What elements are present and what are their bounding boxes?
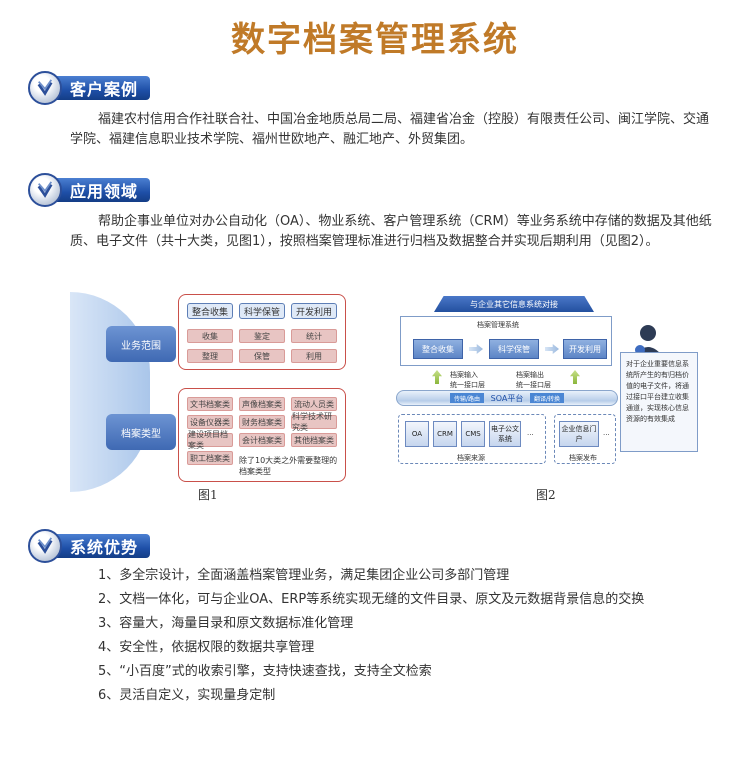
section-heading-label: 客户案例 [48,76,151,100]
arrow-right-icon [469,344,483,354]
checkmark-icon [28,71,62,105]
type-item: 建设项目档案类 [187,430,233,450]
biz-item: 收集 [187,329,233,343]
publish-label: 档案发布 [569,454,597,462]
list-item: 2、文档一体化，可与企业OA、ERP等系统实现无缝的文件目录、原文及元数据背景信… [98,592,645,607]
arrow-up-icon [432,370,442,384]
block-collect: 整合收集 [413,339,463,359]
page-title: 数字档案管理系统 [231,20,519,60]
arrow-right-icon [545,344,559,354]
list-item: 5、“小百度”式的收索引擎，支持快速查找，支持全文检索 [98,664,432,679]
type-item: 其他档案类 [291,433,337,447]
top-item: 科学保管 [239,303,285,319]
archive-types-box: 文书档案类 声像档案类 流动人员类 设备仪器类 财务档案类 科学技术研究类 建设… [178,388,346,482]
biz-item: 整理 [187,349,233,363]
figure-2-caption: 图2 [536,488,556,502]
section-heading-application: 应用领域 [28,173,168,207]
application-text: 帮助企事业单位对办公自动化（OA）、物业系统、客户管理系统（CRM）等业务系统中… [70,214,712,249]
type-item: 职工档案类 [187,451,233,465]
figure-1-arc [70,292,150,492]
type-item: 会计档案类 [239,433,285,447]
checkmark-icon [28,173,62,207]
source-more: ... [527,429,534,437]
type-item: 科学技术研究类 [291,412,337,432]
section-heading-advantages: 系统优势 [28,529,168,563]
biz-item: 鉴定 [239,329,285,343]
top-item: 开发利用 [291,303,337,319]
chip-transport: 传输/路由 [450,393,484,403]
source-edoc: 电子公文系统 [489,421,521,447]
source-oa: OA [405,421,429,447]
source-cms: CMS [461,421,485,447]
publish-portal: 企业信息门户 [559,421,599,447]
section-heading-clients: 客户案例 [28,71,168,105]
archive-publish-group: 企业信息门户 ... 档案发布 [554,414,616,464]
figure-1-caption: 图1 [198,488,218,502]
advantages-list: 1、多全宗设计，全面涵盖档案管理业务，满足集团企业公司多部门管理 2、文档一体化… [70,566,720,710]
output-interface-label: 档案输出 统一接口层 [516,371,551,389]
section-heading-label: 应用领域 [48,178,151,202]
soa-platform-label: SOA平台 [490,393,524,403]
soa-platform-pipe: SOA平台 [396,390,618,406]
list-item: 3、容量大，海量目录和原文数据标准化管理 [98,616,354,631]
clients-text: 福建农村信用合作社联合社、中国冶金地质总局二局、福建省冶金（控股）有限责任公司、… [70,112,710,147]
label-business-scope: 业务范围 [106,326,176,362]
figure-2: 与企业其它信息系统对接 档案管理系统 整合收集 科学保管 开发利用 档案输入 统… [392,296,730,476]
label-archive-types: 档案类型 [106,414,176,450]
checkmark-icon [28,529,62,563]
chip-translate: 翻译/转换 [530,393,564,403]
list-item: 1、多全宗设计，全面涵盖档案管理业务，满足集团企业公司多部门管理 [98,568,510,583]
block-store: 科学保管 [489,339,539,359]
input-interface-label: 档案输入 统一接口层 [450,371,485,389]
section-heading-label: 系统优势 [48,534,151,558]
archive-system-title: 档案管理系统 [477,321,519,329]
type-item: 文书档案类 [187,397,233,411]
figure-1: 业务范围 档案类型 整合收集 科学保管 开发利用 收集 鉴定 统计 整理 保管 … [70,292,360,492]
type-item: 流动人员类 [291,397,337,411]
figure-1-note: 除了10大类之外需要整理的档案类型 [239,456,338,476]
figure-2-header: 与企业其它信息系统对接 [434,296,594,312]
biz-item: 利用 [291,349,337,363]
biz-item: 统计 [291,329,337,343]
type-item: 声像档案类 [239,397,285,411]
type-item: 设备仪器类 [187,415,233,429]
top-item: 整合收集 [187,303,233,319]
arrow-up-icon [570,370,580,384]
biz-item: 保管 [239,349,285,363]
type-item: 财务档案类 [239,415,285,429]
sources-label: 档案来源 [457,454,485,462]
source-crm: CRM [433,421,457,447]
publish-more: ... [603,429,610,437]
archive-sources-group: OA CRM CMS 电子公文系统 ... 档案来源 [398,414,546,464]
list-item: 4、安全性，依据权限的数据共享管理 [98,640,315,655]
business-scope-box: 整合收集 科学保管 开发利用 收集 鉴定 统计 整理 保管 利用 [178,294,346,370]
archive-system-frame: 档案管理系统 整合收集 科学保管 开发利用 [400,316,612,366]
figure-2-note: 对于企业重要信息系统所产生的有归档价值的电子文件，将通过接口平台建立收集通道，实… [620,352,698,452]
list-item: 6、灵活自定义，实现量身定制 [98,688,276,703]
block-use: 开发利用 [563,339,607,359]
